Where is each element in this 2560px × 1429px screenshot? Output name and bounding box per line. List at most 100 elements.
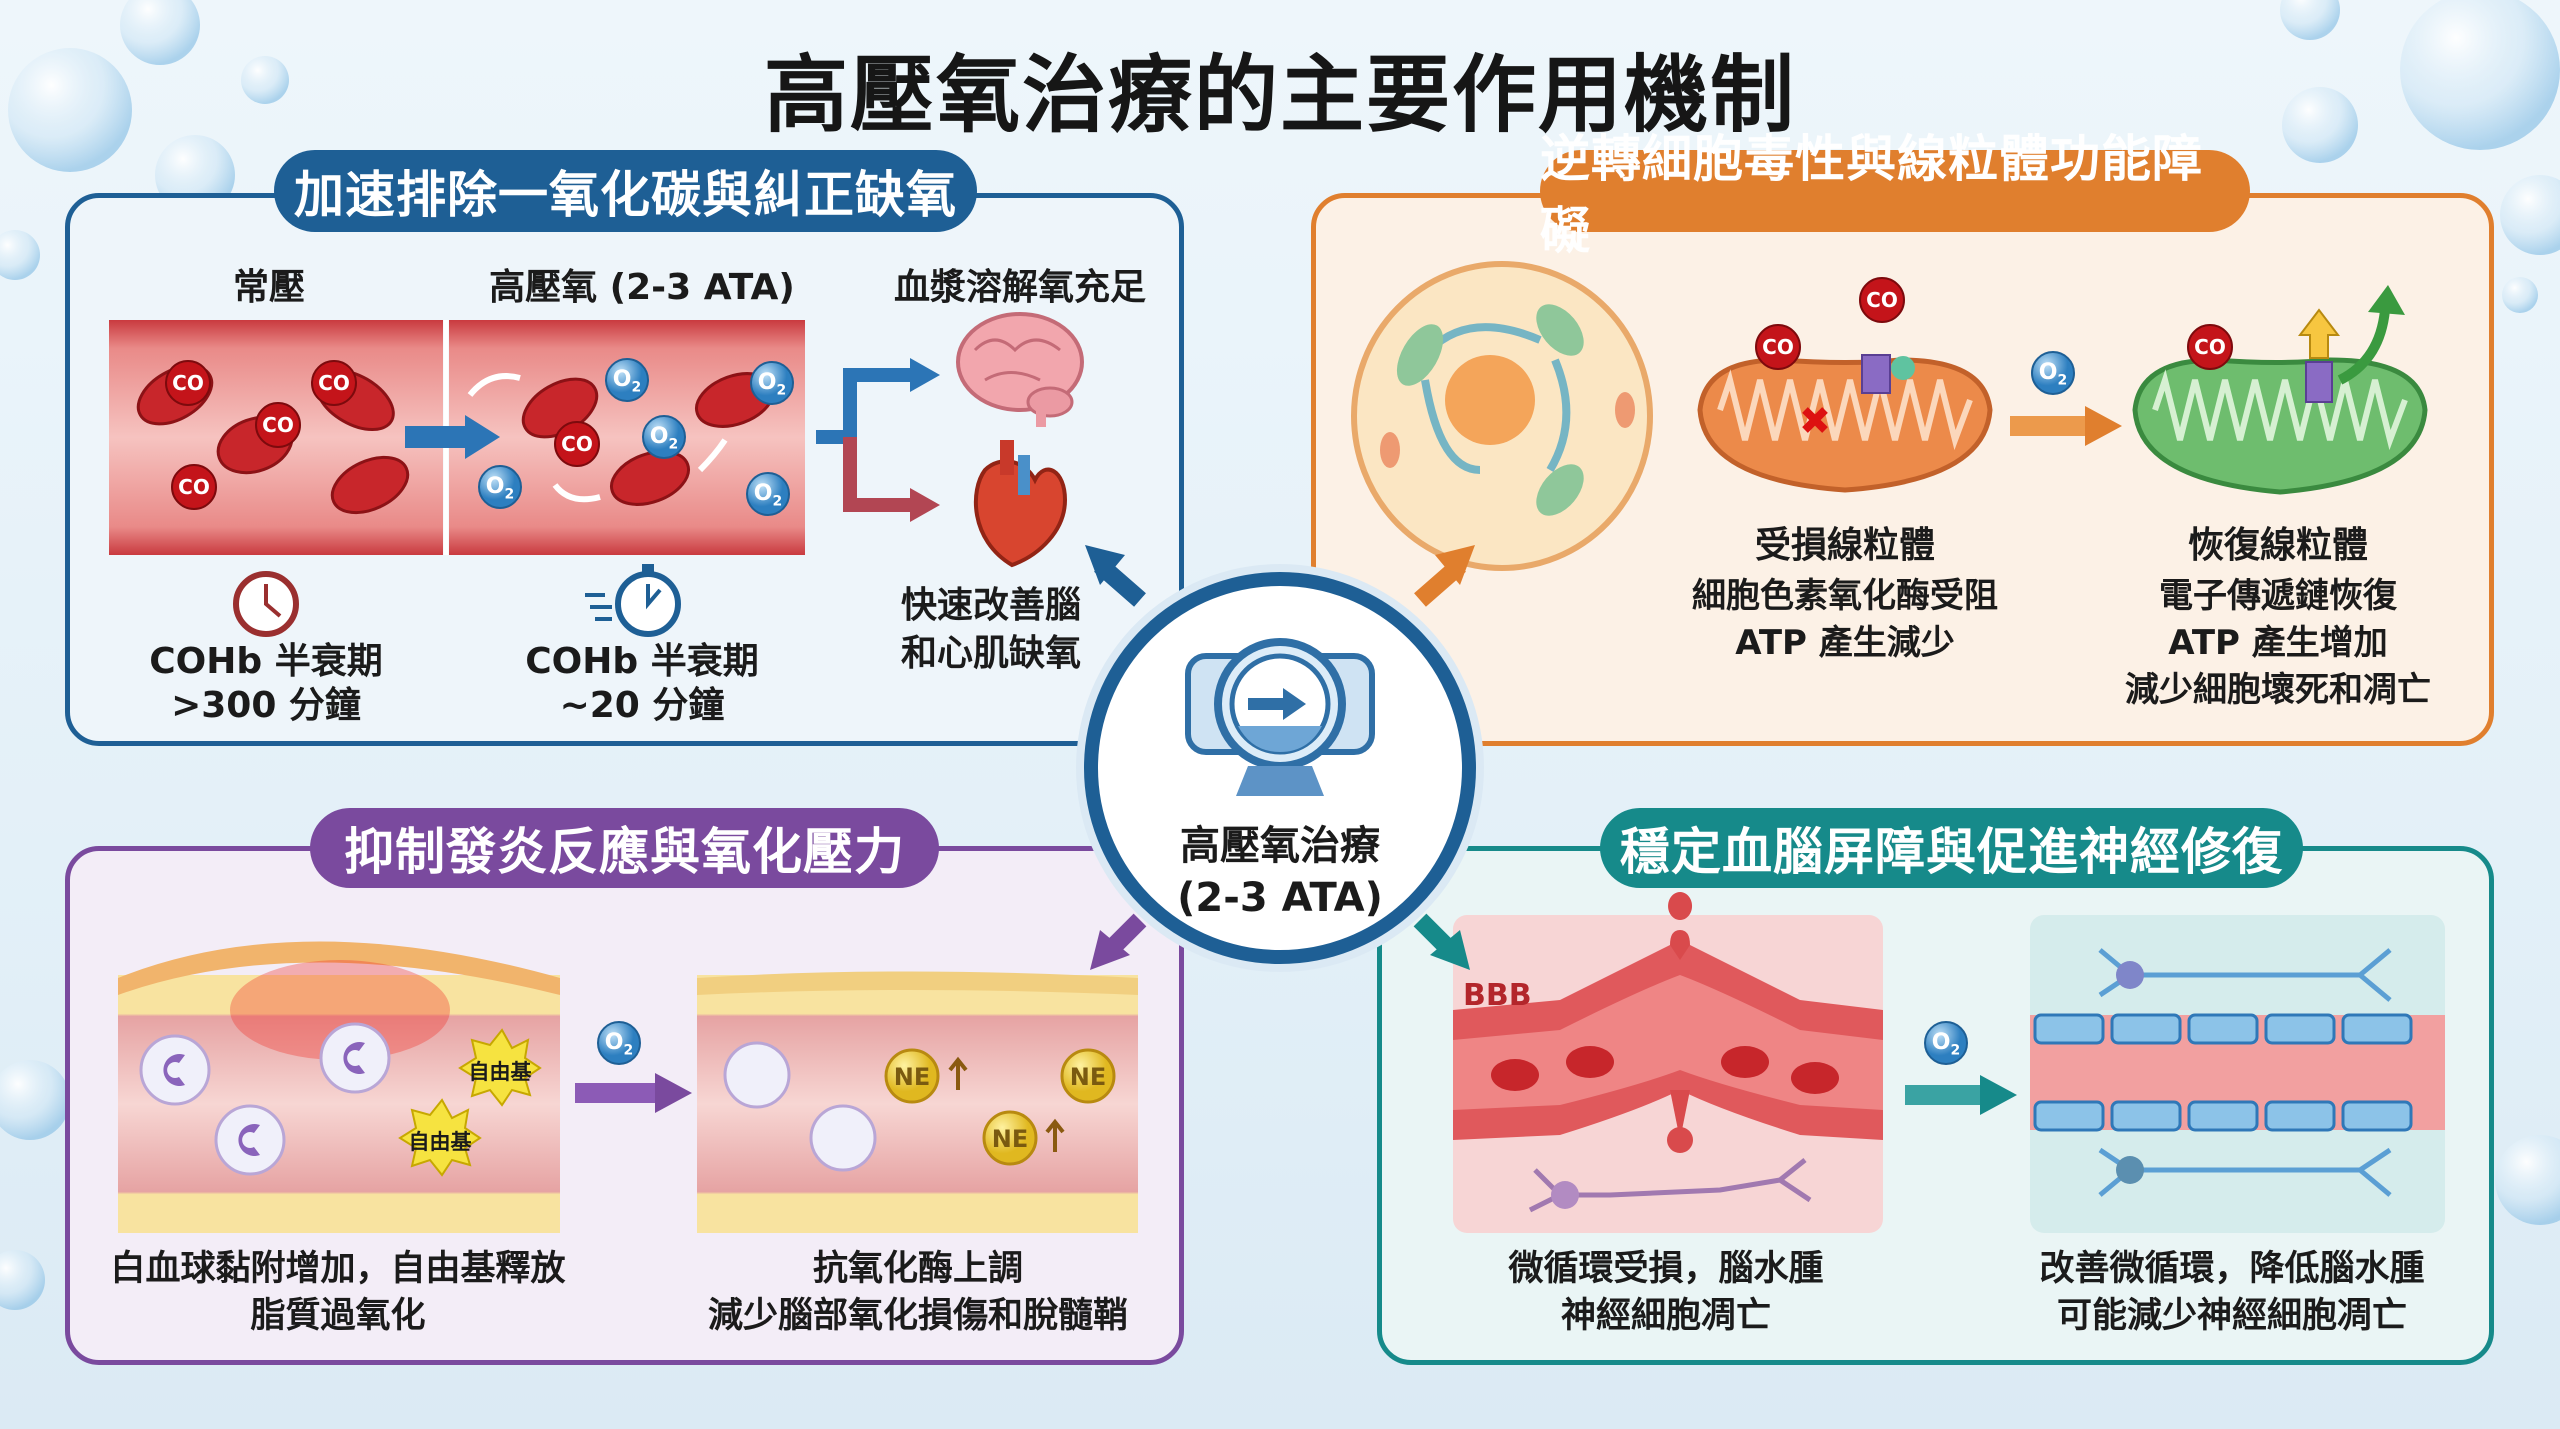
damaged-title: 受損線粒體 [1754,525,1935,566]
o2-subscript: 2 [772,493,783,510]
o2-text: O [757,370,777,395]
arrow-up-icon [2297,308,2341,359]
bubble [8,48,132,172]
hbo-halflife: COHb 半衰期~20 分鐘 [525,640,758,728]
o2-text: O [485,474,505,499]
label-hbo: 高壓氧 (2-3 ATA) [489,267,795,308]
bubble [2500,175,2560,255]
o2-text: O [649,424,669,449]
text-line: 改善微循環，降低腦水腫 [2039,1249,2425,1289]
o2-subscript: 2 [668,436,679,453]
co-label: CO [172,371,204,395]
o2-molecule [2031,351,2075,395]
ne-label: NE [893,1063,931,1091]
free-radical-burst [398,1098,482,1177]
o2-molecule [1924,1021,1968,1065]
recovered-title: 恢復線粒體 [2187,525,2368,566]
heading-co-removal: 加速排除一氧化碳與糾正缺氧 [274,150,977,232]
halflife-value: ~20 分鐘 [559,685,725,726]
co-label: CO [1866,288,1898,312]
recovered-line: ATP 產生增加 [2168,623,2388,663]
bbb-label: BBB [1463,978,1532,1013]
inflammation-after-text: 抗氧化酶上調減少腦部氧化損傷和脫髓鞘 [708,1246,1128,1340]
bubble [2280,0,2340,40]
o2-subscript: 2 [504,486,515,503]
damaged-mito-text: 受損線粒體 細胞色素氧化酶受阻 ATP 產生減少 [1692,522,1998,667]
stopwatch-icon [585,564,681,637]
bubble [2282,87,2358,163]
ne-label: NE [1069,1063,1107,1091]
recovered-mito-text: 恢復線粒體 電子傳遞鏈恢復 ATP 產生增加 減少細胞壞死和凋亡 [2125,522,2431,714]
damaged-line: 細胞色素氧化酶受阻 [1692,576,1998,616]
o2-text: O [2038,360,2058,385]
hyperbaric-chamber-icon [1185,638,1375,796]
co-molecule [1859,277,1905,323]
co-molecule [2187,324,2233,370]
center-pressure: (2-3 ATA) [1177,875,1383,921]
neuron-icon [2098,948,2392,1197]
o2-label: O2 [613,367,641,395]
page-title: 高壓氧治療的主要作用機制 [763,46,1797,144]
o2-subscript: 2 [623,1042,634,1059]
recovered-mitochondrion [2132,285,2428,495]
co-molecule [1755,324,1801,370]
arrow-up-icon [948,1056,1065,1152]
arrow-up-icon [2368,285,2405,315]
heart-icon [974,440,1068,568]
o2-label: O2 [650,424,678,452]
text-line: 神經細胞凋亡 [1560,1296,1772,1336]
text-line: 可能減少神經細胞凋亡 [2056,1296,2408,1336]
o2-text: O [753,481,773,506]
co-molecules [165,360,600,510]
ne-label: NE [991,1125,1029,1153]
outcome-text: 快速改善腦和心肌缺氧 [901,582,1081,678]
neuron-icon [1528,1158,1812,1213]
o2-label: O2 [605,1030,633,1058]
arrow-right-icon [1980,1075,2017,1115]
o2-label: O2 [758,370,786,398]
o2-text: O [1931,1030,1951,1055]
text-line: 減少腦部氧化損傷和脫髓鞘 [707,1296,1129,1336]
branch-arrow-icon [816,368,915,512]
clock-icon [233,571,299,637]
bubble [0,1060,70,1140]
center-arrows [1085,545,1475,970]
label-normal-pressure: 常壓 [232,267,306,308]
o2-label: O2 [754,481,782,509]
recovered-line: 電子傳遞鏈恢復 [2159,576,2397,616]
bubble [2495,1135,2560,1225]
o2-molecules [478,358,794,516]
text-line: 抗氧化酶上調 [812,1249,1024,1289]
co-label: CO [178,475,210,499]
o2-label: O2 [486,474,514,502]
center-label: 高壓氧治療 (2-3 ATA) [1177,820,1383,924]
o2-subscript: 2 [1950,1042,1961,1059]
co-label: CO [2194,335,2226,359]
o2-subscript: 2 [776,382,787,399]
arrow-right-icon [2085,406,2122,446]
bubble [2400,0,2560,150]
center-hbo-badge: 高壓氧治療 (2-3 ATA) [1084,572,1476,964]
text-line: 微循環受損，腦水腫 [1508,1249,1824,1289]
co-label: CO [262,413,294,437]
inflammation-before-text: 白血球黏附增加，自由基釋放脂質過氧化 [110,1246,565,1340]
bubble [0,230,40,280]
co-label: CO [1762,335,1794,359]
normal-halflife: COHb 半衰期>300 分鐘 [149,640,382,728]
damaged-mitochondrion [1697,277,1993,493]
heading-mitochondria: 逆轉細胞毒性與線粒體功能障礙 [1540,130,2250,260]
o2-text: O [612,367,632,392]
o2-text: O [604,1030,624,1055]
o2-subscript: 2 [2057,372,2068,389]
o2-molecule [597,1021,641,1065]
center-title: 高壓氧治療 [1180,823,1380,869]
brain-icon [956,312,1084,427]
heading-bbb: 穩定血腦屏障與促進神經修復 [1600,808,2303,888]
bubble [120,0,200,65]
heading-inflammation: 抑制發炎反應與氧化壓力 [310,808,939,888]
label-plasma-oxygen: 血漿溶解氧充足 [893,267,1147,308]
damaged-bbb-vessel [1453,892,1883,1233]
co-label: CO [561,432,593,456]
